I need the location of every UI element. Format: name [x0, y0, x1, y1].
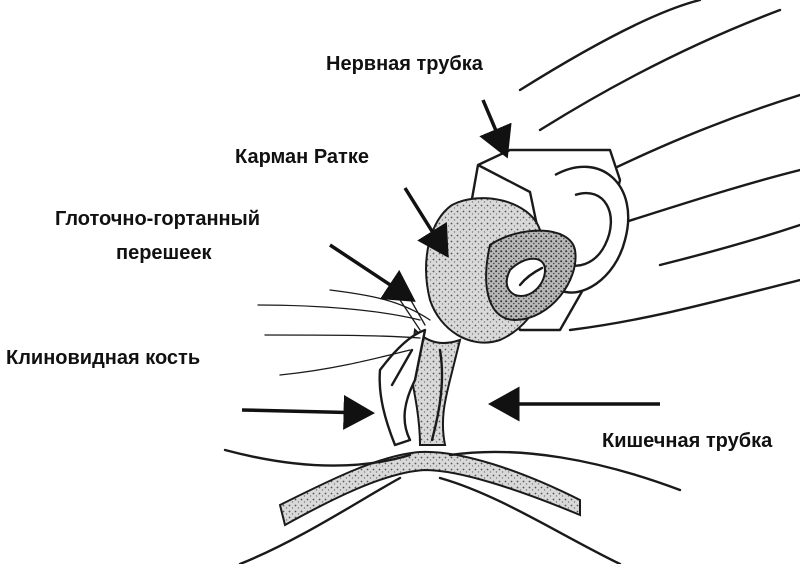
illustration — [223, 0, 800, 564]
label-pharyngo-isthmus-line1: Глоточно-гортанный — [55, 208, 260, 230]
label-neural-tube: Нервная трубка — [326, 53, 484, 75]
arrow-rathke-pouch — [403, 187, 449, 258]
arrow-sphenoid — [241, 394, 375, 430]
labels: Нервная трубка Карман Ратке Глоточно-гор… — [6, 53, 773, 452]
label-gut-tube: Кишечная трубка — [602, 430, 773, 452]
label-rathke-pouch: Карман Ратке — [235, 146, 369, 168]
label-pharyngo-isthmus-line2: перешеек — [116, 242, 212, 264]
label-sphenoid: Клиновидная кость — [6, 347, 200, 369]
arrow-pharyngo-isthmus — [329, 243, 416, 302]
label-arrows — [241, 99, 660, 430]
arrow-neural-tube — [479, 99, 512, 159]
